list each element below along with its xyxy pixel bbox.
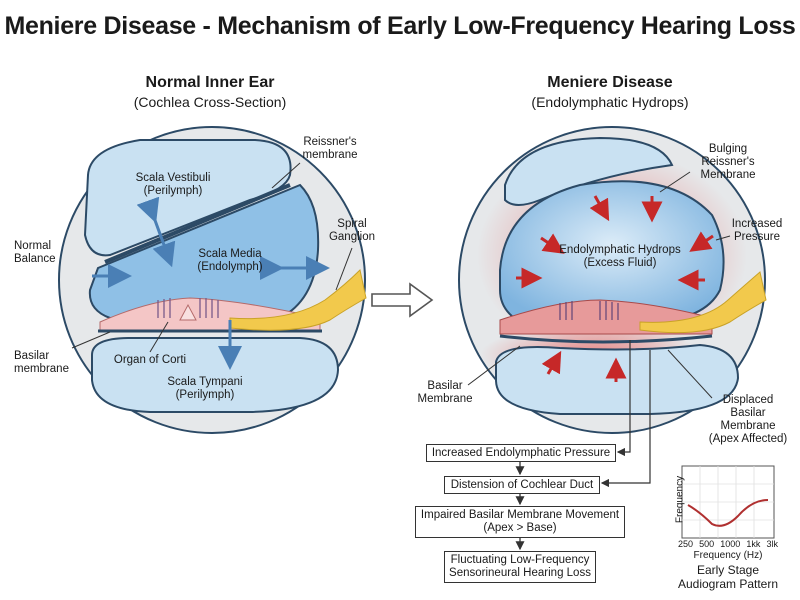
pressure-arrows <box>516 195 714 382</box>
label-displaced-basilar: Displaced Basilar Membrane (Apex Affecte… <box>708 394 788 445</box>
audiogram-tick: 500 <box>699 539 715 549</box>
label-normal-balance: Normal Balance <box>14 240 56 265</box>
audiogram-ticks: 250 500 1000 1kk 3lk <box>678 539 778 549</box>
left-hair-cells <box>157 298 219 318</box>
connector-to-flow-1 <box>616 340 631 457</box>
label-basilar-membrane-left: Basilar membrane <box>14 350 69 375</box>
left-reissners-membrane <box>104 183 291 264</box>
left-arrow-vestibuli-media <box>136 196 176 268</box>
left-scala-media <box>88 183 320 319</box>
label-basilar-membrane-right: Basilar Membrane <box>417 380 473 405</box>
flow-step-1: Increased Endolymphatic Pressure <box>426 444 616 462</box>
label-increased-pressure: Increased Pressure <box>731 218 783 243</box>
left-scala-tympani <box>91 337 340 413</box>
audiogram-xlabel: Frequency (Hz) <box>693 550 763 561</box>
right-scala-vestibuli <box>504 136 674 206</box>
right-spiral-ganglion <box>639 271 767 334</box>
leader-displaced <box>667 349 713 399</box>
left-panel-heading: Normal Inner Ear <box>145 74 275 91</box>
audiogram-caption: Early Stage Audiogram Pattern <box>677 563 779 591</box>
label-reissners: Reissner's membrane <box>302 136 358 161</box>
right-panel-subheading: (Endolymphatic Hydrops) <box>531 94 689 110</box>
label-bulging-reissners: Bulging Reissner's Membrane <box>700 143 756 181</box>
audiogram-curve <box>687 499 769 527</box>
right-panel-heading: Meniere Disease <box>547 74 673 91</box>
transition-arrow <box>371 282 434 318</box>
leader-reissners <box>271 162 301 189</box>
leader-increased-pressure <box>715 235 731 241</box>
audiogram-tick: 250 <box>678 539 694 549</box>
left-scala-vestibuli <box>83 139 292 257</box>
left-spiral-ganglion <box>229 268 367 331</box>
page-title: Meniere Disease - Mechanism of Early Low… <box>4 12 796 40</box>
left-tunnel <box>179 303 197 321</box>
label-organ-of-corti: Organ of Corti <box>113 354 187 366</box>
leader-basilar <box>71 331 111 349</box>
meniere-cochlea <box>458 126 767 488</box>
audiogram-tick: 3lk <box>766 539 778 549</box>
label-hydrops: Endolymphatic Hydrops (Excess Fluid) <box>559 244 681 269</box>
left-panel-subheading: (Cochlea Cross-Section) <box>133 94 287 110</box>
normal-cochlea <box>58 126 367 434</box>
audiogram-tick: 1kk <box>746 539 761 549</box>
flow-step-4: Fluctuating Low-Frequency Sensorineural … <box>444 551 596 583</box>
label-spiral-ganglion: Spiral Ganglion <box>328 218 376 243</box>
label-scala-media: Scala Media (Endolymph) <box>197 248 263 273</box>
flow-step-3: Impaired Basilar Membrane Movement (Apex… <box>415 506 625 538</box>
audiogram-ylabel: Frequency <box>674 475 686 524</box>
leader-corti <box>149 321 169 353</box>
leader-right-basilar <box>467 345 521 386</box>
right-basilar-membrane <box>499 334 713 344</box>
audiogram <box>681 465 775 539</box>
flow-step-2: Distension of Cochlear Duct <box>444 476 600 494</box>
label-scala-vestibuli: Scala Vestibuli (Perilymph) <box>135 172 211 197</box>
leader-bulging <box>659 171 691 193</box>
connector-to-flow-2 <box>600 350 651 488</box>
audiogram-tick: 1000 <box>720 539 741 549</box>
right-hair-cells <box>559 301 619 320</box>
leader-spiral <box>335 247 353 291</box>
label-scala-tympani: Scala Tympani (Perilymph) <box>167 376 243 401</box>
